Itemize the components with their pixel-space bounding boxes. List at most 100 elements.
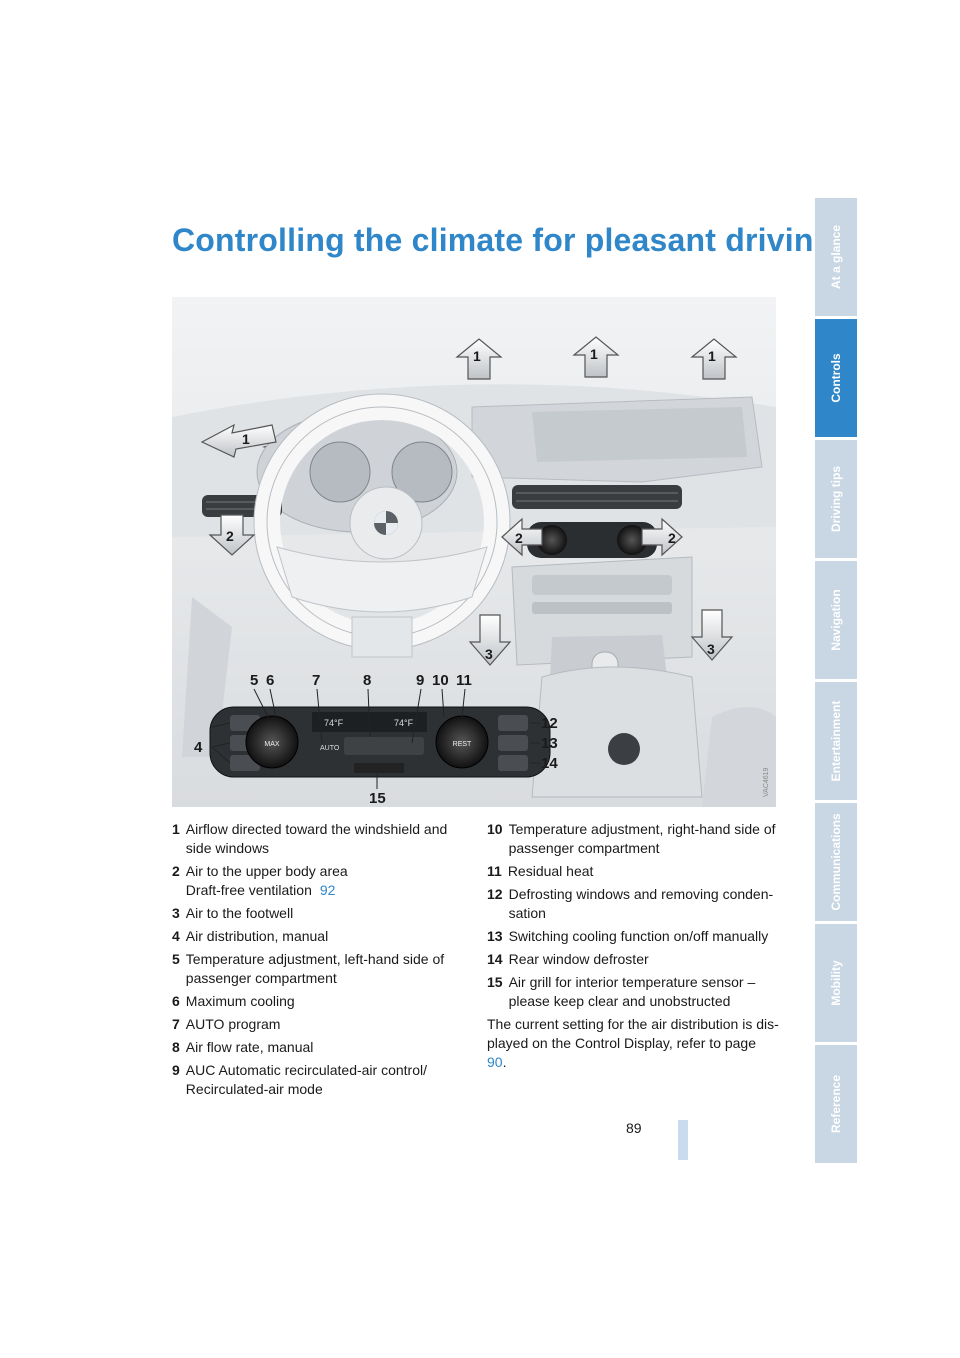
climate-control-panel-detail: MAX 74°F 74°F AUTO REST — [209, 706, 551, 778]
legend-number: 12 — [487, 886, 503, 902]
callout-9: 9 — [416, 672, 424, 689]
airflow-arrow-upper-body-left: 2 — [208, 514, 256, 556]
callout-6: 6 — [266, 672, 274, 689]
callout-7: 7 — [312, 672, 320, 689]
arrow-label: 1 — [242, 431, 250, 447]
legend-number: 7 — [172, 1016, 180, 1032]
tab-label: Mobility — [829, 960, 843, 1006]
tab-at-a-glance[interactable]: At a glance — [815, 198, 857, 316]
center-air-vent — [512, 485, 682, 509]
legend-text: AUTO program — [185, 1016, 281, 1032]
legend-item-5: 5 Temperature adjustment, left-hand side … — [172, 950, 462, 988]
note-text: The current setting for the air distribu… — [487, 1016, 779, 1051]
airflow-arrow-windshield-3: 1 — [690, 338, 738, 380]
tab-label: Communications — [829, 813, 843, 911]
arrow-label: 1 — [590, 346, 598, 362]
legend-number: 4 — [172, 928, 180, 944]
legend-item-6: 6 Maximum cooling — [172, 992, 462, 1011]
legend-text: Defrosting windows and removing conden-s… — [508, 886, 774, 921]
airflow-arrow-footwell-right: 3 — [690, 609, 734, 661]
airflow-arrow-windshield-left: 1 — [200, 423, 277, 458]
tab-label: At a glance — [829, 224, 843, 290]
right-seat — [702, 707, 776, 807]
tab-entertainment[interactable]: Entertainment — [815, 682, 857, 800]
legend-number: 14 — [487, 951, 503, 967]
legend-text: Air to the footwell — [185, 905, 294, 921]
arrow-label: 1 — [473, 348, 481, 364]
arrow-label: 2 — [668, 530, 676, 546]
cockpit-illustration: 1 1 1 1 2 2 2 3 — [172, 297, 776, 807]
page-number-bar — [678, 1120, 688, 1160]
legend-item-12: 12 Defrosting windows and removing conden… — [487, 885, 779, 923]
center-display — [532, 407, 747, 462]
legend-text: Rear window defroster — [508, 951, 649, 967]
callout-8: 8 — [363, 672, 371, 689]
legend-text: Temperature adjustment, left-hand side o… — [185, 951, 445, 986]
legend-subtext: Draft-free ventilation — [185, 882, 312, 898]
upper-climate-panel — [527, 522, 657, 558]
airflow-arrow-windshield-2: 1 — [572, 336, 620, 378]
legend-number: 2 — [172, 863, 180, 879]
callout-5: 5 — [250, 672, 258, 689]
section-tabs: At a glance Controls Driving tips Naviga… — [815, 198, 857, 1166]
note-end: . — [502, 1054, 507, 1070]
legend-text: Air to the upper body area — [185, 863, 348, 879]
page-reference-link[interactable]: 90 — [487, 1054, 503, 1070]
tab-label: Reference — [829, 1074, 843, 1134]
display-note: The current setting for the air distribu… — [487, 1015, 779, 1072]
tab-driving-tips[interactable]: Driving tips — [815, 440, 857, 558]
legend-number: 3 — [172, 905, 180, 921]
airflow-arrow-upper-body-center-left: 2 — [501, 517, 543, 557]
page-number: 89 — [626, 1120, 642, 1136]
arrow-label: 3 — [707, 641, 715, 657]
callout-14: 14 — [541, 755, 558, 772]
airflow-arrow-upper-body-center-right: 2 — [641, 517, 683, 557]
tab-reference[interactable]: Reference — [815, 1045, 857, 1163]
panel-callouts: 5 6 7 8 9 10 11 12 13 14 15 4 — [194, 672, 558, 807]
airflow-arrow-windshield-1: 1 — [455, 338, 503, 380]
legend-number: 15 — [487, 974, 503, 990]
arrow-label: 3 — [485, 646, 493, 662]
display-temp-left: 74°F — [324, 718, 344, 728]
legend-item-14: 14 Rear window defroster — [487, 950, 779, 969]
legend-number: 13 — [487, 928, 503, 944]
page-reference-link[interactable]: 92 — [319, 882, 336, 898]
legend-text: Temperature adjustment, right-hand side … — [508, 821, 776, 856]
max-knob-label: MAX — [264, 741, 280, 748]
tab-mobility[interactable]: Mobility — [815, 924, 857, 1042]
legend-number: 5 — [172, 951, 180, 967]
tab-label: Navigation — [829, 589, 843, 651]
legend-number: 6 — [172, 993, 180, 1009]
legend-text: AUC Automatic recirculated-air control/ … — [185, 1062, 427, 1097]
tab-controls[interactable]: Controls — [815, 319, 857, 437]
rest-knob-label: REST — [453, 741, 472, 748]
legend-text: Air flow rate, manual — [185, 1039, 314, 1055]
tab-label: Controls — [829, 353, 843, 403]
airflow-arrow-footwell-left: 3 — [468, 614, 512, 666]
legend-number: 11 — [487, 863, 502, 879]
legend-item-13: 13 Switching cooling function on/off manu… — [487, 927, 779, 946]
callout-11: 11 — [456, 672, 472, 689]
callout-10: 10 — [432, 672, 449, 689]
steering-wheel — [253, 393, 511, 658]
callout-15: 15 — [369, 790, 386, 807]
legend-text: Switching cooling function on/off manual… — [508, 928, 769, 944]
arrow-label: 2 — [226, 528, 234, 544]
legend-item-7: 7 AUTO program — [172, 1015, 462, 1034]
tab-communications[interactable]: Communications — [815, 803, 857, 921]
callout-4: 4 — [194, 739, 203, 756]
tab-navigation[interactable]: Navigation — [815, 561, 857, 679]
callout-12: 12 — [541, 715, 558, 732]
legend-number: 9 — [172, 1062, 180, 1078]
legend-text: Maximum cooling — [185, 993, 295, 1009]
auto-button-label: AUTO — [320, 745, 340, 752]
figure-code: VAC4619 — [763, 767, 770, 797]
